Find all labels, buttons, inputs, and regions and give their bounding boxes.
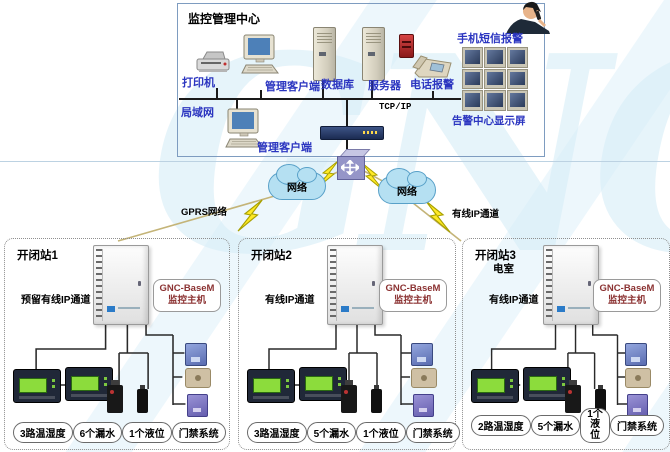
- leak-sensor-icon: [107, 380, 123, 413]
- station-title: 开闭站3: [475, 250, 516, 262]
- server-tower-icon: [362, 27, 385, 81]
- host-name: 监控主机: [607, 295, 646, 307]
- server-label: 服务器: [368, 80, 401, 92]
- access-reader-icon: [187, 394, 208, 417]
- monitor-wall-icon: [462, 47, 528, 111]
- level-sensor-icon: [595, 385, 606, 413]
- router-icon: [337, 149, 371, 180]
- leak-sensor-icon: [565, 380, 581, 413]
- temp-humidity-panel-icon: [247, 369, 295, 403]
- sensor-pill: 2路温湿度: [471, 414, 531, 436]
- temp-humidity-panel-icon: [65, 367, 113, 401]
- station-subtitle: 电室: [493, 263, 514, 275]
- level-sensor-icon: [137, 385, 148, 413]
- database-tower-icon: [313, 27, 336, 81]
- station-title: 开闭站2: [251, 250, 292, 262]
- station-wiring: [490, 323, 629, 405]
- separator-line: [0, 161, 670, 162]
- sensor-pill: 1个液位: [122, 422, 172, 443]
- access-reader-icon: [411, 343, 433, 366]
- sensor-pill: 5个漏水: [530, 414, 581, 436]
- cloud-label: 网络: [397, 186, 417, 198]
- access-controller-icon: [185, 368, 211, 388]
- person-phone-icon: [506, 1, 550, 34]
- sensor-pill: 门禁系统: [171, 422, 226, 443]
- host-model: GNC-BaseM: [159, 283, 215, 294]
- switch-icon: [320, 126, 384, 140]
- cloud-label: 网络: [287, 182, 307, 194]
- sensor-pill: 3路温湿度: [13, 422, 73, 443]
- station-channel-label: 有线IP通道: [489, 295, 539, 306]
- temp-humidity-panel-icon: [13, 369, 61, 403]
- monitoring-cabinet-icon: [93, 245, 149, 325]
- station-channel-label: 预留有线IP通道: [21, 295, 91, 306]
- gnc-host-label: GNC-BaseM 监控主机: [593, 279, 661, 312]
- lan-label: 局域网: [181, 107, 214, 119]
- station-3-box: 开闭站3 电室 有线IP通道 GNC-BaseM 监控主机 2路温湿度: [462, 238, 670, 450]
- client1-label: 管理客户端: [265, 81, 320, 93]
- station-1-box: 开闭站1 预留有线IP通道 GNC-BaseM 监控主机 3路温湿度: [4, 238, 230, 450]
- client-computer-icon: [225, 108, 263, 148]
- access-controller-icon: [625, 368, 651, 388]
- host-name: 监控主机: [167, 295, 206, 307]
- telephone-icon: [412, 55, 452, 78]
- center-title: 监控管理中心: [188, 12, 261, 26]
- sensor-pill: 门禁系统: [405, 422, 460, 443]
- wired-ip-label: 有线IP通道: [452, 209, 499, 220]
- sensor-pill: 1个液位: [580, 407, 610, 443]
- tcpip-label: TCP/IP: [379, 102, 412, 112]
- access-controller-icon: [411, 368, 437, 388]
- network-cloud-right: 网络: [378, 168, 436, 204]
- printer-icon: [196, 51, 230, 72]
- temp-humidity-panel-icon: [471, 369, 519, 403]
- gprs-network-label: GPRS网络: [181, 207, 227, 218]
- station-channel-label: 有线IP通道: [265, 295, 315, 306]
- client2-label: 管理客户端: [257, 142, 312, 154]
- level-sensor-icon: [371, 385, 382, 413]
- access-reader-icon: [413, 394, 434, 417]
- display-wall-label: 告警中心显示屏: [452, 115, 526, 127]
- host-model: GNC-BaseM: [599, 283, 655, 294]
- network-cloud-left: 网络: [268, 164, 326, 200]
- temp-humidity-panel-icon: [299, 367, 347, 401]
- sensor-pill: 门禁系统: [610, 414, 664, 436]
- host-model: GNC-BaseM: [385, 283, 441, 294]
- leak-sensor-icon: [341, 380, 357, 413]
- station-title: 开闭站1: [17, 250, 58, 262]
- sensor-pill: 6个漏水: [72, 422, 123, 443]
- monitoring-cabinet-icon: [327, 245, 383, 325]
- database-label: 数据库: [321, 79, 354, 91]
- red-alarm-device-icon: [399, 34, 414, 58]
- gnc-host-label: GNC-BaseM 监控主机: [153, 279, 221, 312]
- sensor-pill: 3路温湿度: [247, 422, 307, 443]
- access-reader-icon: [627, 394, 648, 417]
- sensor-pill: 5个漏水: [306, 422, 357, 443]
- client-computer-icon: [241, 34, 279, 74]
- host-name: 监控主机: [393, 295, 432, 307]
- temp-humidity-panel-icon: [523, 367, 571, 401]
- station-wiring: [35, 323, 186, 405]
- access-reader-icon: [625, 343, 647, 366]
- monitoring-cabinet-icon: [543, 245, 599, 325]
- sms-alarm-label: 手机短信报警: [457, 33, 523, 45]
- phone-alarm-label: 电话报警: [410, 79, 454, 91]
- gnc-host-label: GNC-BaseM 监控主机: [379, 279, 447, 312]
- printer-label: 打印机: [182, 77, 215, 89]
- access-reader-icon: [185, 343, 207, 366]
- station-2-box: 开闭站2 有线IP通道 GNC-BaseM 监控主机 3路温湿度 5个: [238, 238, 460, 450]
- station-wiring: [268, 323, 413, 405]
- sensor-pill: 1个液位: [356, 422, 406, 443]
